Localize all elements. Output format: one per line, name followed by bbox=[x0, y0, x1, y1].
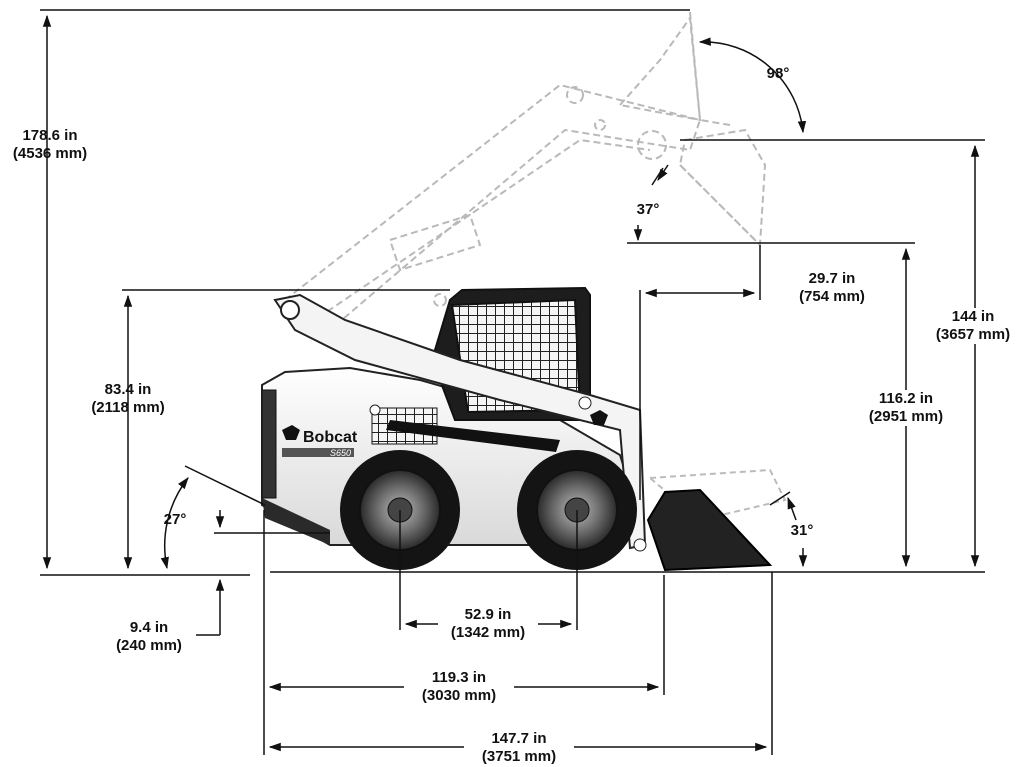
length-no-bucket-label: 119.3 in (3030 mm) bbox=[404, 669, 514, 705]
dimension-lines bbox=[40, 9, 985, 755]
ground-clearance-metric: (240 mm) bbox=[116, 637, 182, 654]
length-no-bucket-metric: (3030 mm) bbox=[421, 687, 497, 704]
cab-height-imperial: 83.4 in bbox=[104, 381, 152, 398]
arm-pivot bbox=[280, 300, 300, 320]
rear-grille bbox=[261, 389, 277, 499]
bobcat-head-icon-front bbox=[590, 410, 608, 425]
angle-27-label: 27° bbox=[163, 511, 187, 528]
model-text: S650 bbox=[330, 448, 351, 458]
model-badge bbox=[282, 448, 354, 457]
raised-lift-arm-ghost bbox=[283, 11, 767, 332]
length-bucket-metric: (3751 mm) bbox=[481, 748, 557, 765]
hinge-height-metric: (3657 mm) bbox=[935, 326, 1011, 343]
lift-cylinder bbox=[386, 420, 560, 452]
length-bucket-label: 147.7 in (3751 mm) bbox=[464, 730, 574, 766]
dump-height-imperial: 116.2 in bbox=[878, 390, 934, 407]
dump-reach-label: 29.7 in (754 mm) bbox=[784, 270, 880, 306]
dump-height-metric: (2951 mm) bbox=[868, 408, 944, 425]
overall-height-metric: (4536 mm) bbox=[12, 145, 88, 162]
hinge-height-label: 144 in (3657 mm) bbox=[923, 308, 1021, 344]
angle-31-label: 31° bbox=[790, 522, 814, 539]
overall-height-imperial: 178.6 in bbox=[22, 127, 78, 144]
length-no-bucket-imperial: 119.3 in bbox=[431, 669, 487, 686]
ground-clearance-imperial: 9.4 in bbox=[129, 619, 169, 636]
angle-37-label: 37° bbox=[636, 201, 660, 218]
dump-height-label: 116.2 in (2951 mm) bbox=[858, 390, 954, 426]
cab-height-label: 83.4 in (2118 mm) bbox=[78, 381, 178, 417]
hinge-height-imperial: 144 in bbox=[951, 308, 995, 325]
bucket bbox=[646, 488, 773, 572]
dump-reach-imperial: 29.7 in bbox=[808, 270, 856, 287]
brand-logo-text: Bobcat bbox=[303, 429, 358, 446]
wheelbase-imperial: 52.9 in bbox=[464, 606, 512, 623]
wheelbase-metric: (1342 mm) bbox=[450, 624, 526, 641]
dump-reach-metric: (754 mm) bbox=[799, 288, 865, 305]
overall-height-label: 178.6 in (4536 mm) bbox=[2, 127, 98, 163]
cab-height-metric: (2118 mm) bbox=[91, 399, 165, 416]
ground-clearance-label: 9.4 in (240 mm) bbox=[104, 619, 194, 655]
length-bucket-imperial: 147.7 in bbox=[491, 730, 547, 747]
angle-98-label: 98° bbox=[766, 65, 790, 82]
skid-steer-loader: Bobcat S650 bbox=[261, 286, 773, 572]
wheelbase-label: 52.9 in (1342 mm) bbox=[438, 606, 538, 642]
bobcat-head-icon bbox=[282, 425, 300, 440]
